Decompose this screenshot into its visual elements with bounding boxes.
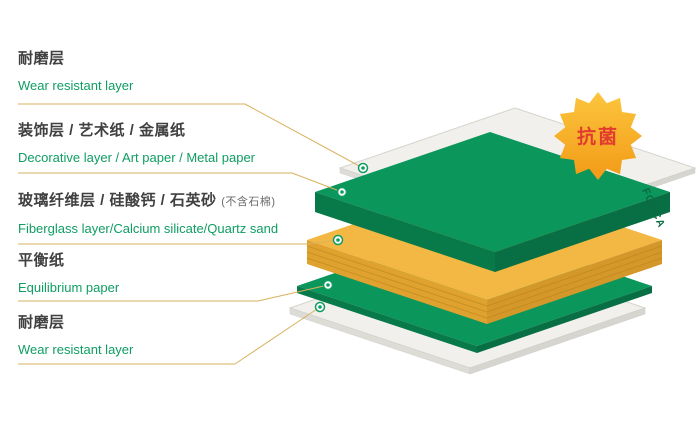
label-wear-bottom-zh: 耐磨层 bbox=[18, 314, 65, 331]
callout-dot-decorative bbox=[336, 186, 348, 198]
label-fiberglass: 玻璃纤维层 / 硅酸钙 / 石英砂 (不含石棉) Fiberglass laye… bbox=[18, 192, 278, 236]
label-decorative-en: Decorative layer / Art paper / Metal pap… bbox=[18, 150, 256, 165]
callout-dot-wear-top bbox=[357, 162, 369, 174]
leader-line-equilibrium bbox=[18, 284, 329, 302]
callout-dot-wear-bottom bbox=[314, 301, 326, 313]
label-wear-top: 耐磨层 Wear resistant layer bbox=[18, 50, 133, 93]
label-wear-bottom: 耐磨层 Wear resistant layer bbox=[18, 314, 133, 357]
label-fiberglass-zh: 玻璃纤维层 / 硅酸钙 / 石英砂 (不含石棉) bbox=[18, 192, 278, 211]
badge-label: 抗菌 bbox=[577, 125, 619, 148]
leader-line-decorative bbox=[18, 172, 343, 193]
leader-line-wear-bottom bbox=[18, 306, 321, 365]
label-wear-top-zh: 耐磨层 bbox=[18, 50, 65, 67]
label-equilibrium-zh: 平衡纸 bbox=[18, 252, 65, 269]
label-decorative: 装饰层 / 艺术纸 / 金属纸 Decorative layer / Art p… bbox=[18, 122, 255, 165]
callout-dots bbox=[314, 162, 369, 313]
starburst-shape bbox=[554, 92, 642, 180]
leader-line-wear-top bbox=[18, 103, 364, 169]
label-fiberglass-zh-main: 玻璃纤维层 / 硅酸钙 / 石英砂 bbox=[18, 192, 217, 209]
label-fiberglass-zh-note: (不含石棉) bbox=[221, 196, 276, 208]
label-equilibrium: 平衡纸 Equilibrium paper bbox=[18, 252, 119, 295]
label-equilibrium-en: Equilibrium paper bbox=[18, 280, 120, 295]
leader-lines bbox=[18, 103, 364, 365]
label-decorative-zh: 装饰层 / 艺术纸 / 金属纸 bbox=[18, 122, 186, 139]
core-sheet-lines bbox=[306, 245, 663, 319]
layer-decorative-board: FORCA bbox=[315, 132, 670, 272]
label-fiberglass-en: Fiberglass layer/Calcium silicate/Quartz… bbox=[18, 221, 279, 236]
leader-line-fiberglass bbox=[18, 239, 339, 245]
label-wear-bottom-en: Wear resistant layer bbox=[18, 342, 134, 357]
callout-dot-equilibrium bbox=[322, 279, 334, 291]
label-wear-top-en: Wear resistant layer bbox=[18, 78, 134, 93]
antibacterial-badge: 抗菌 bbox=[554, 92, 642, 180]
callout-dot-fiberglass bbox=[332, 234, 344, 246]
